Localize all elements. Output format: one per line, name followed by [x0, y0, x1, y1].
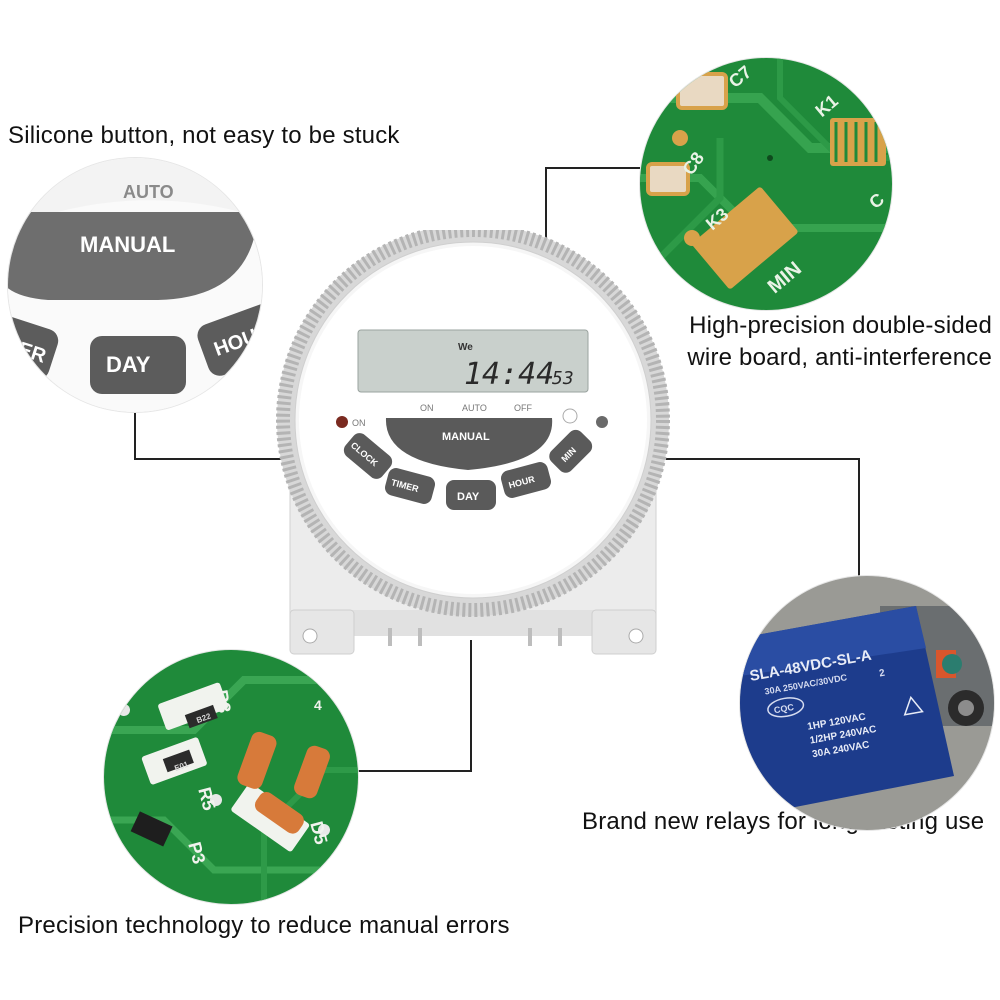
- pcb-top-circle: C7 C8 K1 K3 MIN C: [640, 58, 892, 310]
- zoom-manual-label: MANUAL: [80, 232, 175, 257]
- pcb-label-4: 4: [314, 697, 322, 713]
- min-button[interactable]: MIN: [546, 427, 595, 476]
- day-button[interactable]: DAY: [446, 480, 496, 510]
- leader-line-relay-v: [858, 458, 860, 576]
- mode-auto-label: AUTO: [462, 403, 487, 413]
- leader-line-silicone-v: [134, 408, 136, 460]
- pcb-bottom-circle: R3 R5 P3 D5 E01 B22 4: [104, 650, 358, 904]
- leader-line-silicone-h: [134, 458, 282, 460]
- zoom-day-button[interactable]: DAY: [90, 336, 186, 394]
- relay-circle: SLA-48VDC-SL-A 30A 250VAC/30VDC 2 CQC 1H…: [740, 576, 994, 830]
- leader-line-board-v: [545, 167, 547, 239]
- mode-on-label: ON: [420, 403, 434, 413]
- hour-button[interactable]: HOUR: [499, 460, 553, 499]
- caption-wire-board-line1: High-precision double-sided: [689, 312, 992, 339]
- lcd-seconds: 53: [552, 368, 574, 389]
- indicator-on-label: ON: [352, 418, 366, 428]
- relay-cqc: CQC: [773, 702, 795, 715]
- lcd-day: We: [458, 342, 473, 353]
- timer-device: We 14:44 53 ON ON AUTO OFF MANUAL CLOCK …: [268, 230, 678, 662]
- zoom-buttons-circle: AUTO MANUAL TIMER DAY HOUR: [8, 158, 262, 412]
- caption-silicone-button: Silicone button, not easy to be stuck: [8, 122, 400, 149]
- leader-line-precision-h: [358, 770, 472, 772]
- lcd-time: 14:44: [464, 357, 554, 392]
- mount-tab-right: [591, 609, 657, 655]
- reset-symbol-icon: [562, 408, 578, 424]
- manual-button[interactable]: MANUAL: [385, 418, 553, 470]
- caption-precision: Precision technology to reduce manual er…: [18, 912, 510, 939]
- leader-line-board-h: [545, 167, 640, 169]
- caption-wire-board: High-precision double-sided wire board, …: [687, 310, 992, 374]
- zoom-manual-button[interactable]: MANUAL: [8, 212, 255, 300]
- leader-line-precision-v: [470, 640, 472, 772]
- mount-tab-left: [289, 609, 355, 655]
- caption-wire-board-line2: wire board, anti-interference: [687, 344, 992, 371]
- relay-num: 2: [878, 668, 886, 680]
- lcd-display: [357, 329, 589, 393]
- mode-off-label: OFF: [514, 403, 532, 413]
- pcb-label-r3: R3: [211, 688, 235, 714]
- day-label: DAY: [457, 491, 480, 503]
- zoom-day-label: DAY: [106, 352, 151, 377]
- on-indicator-led: [336, 416, 348, 428]
- timer-button[interactable]: TIMER: [383, 466, 437, 505]
- relay-mark-icon: [903, 695, 924, 716]
- reset-button[interactable]: [596, 416, 608, 428]
- zoom-auto-label: AUTO: [123, 182, 174, 202]
- manual-label: MANUAL: [442, 431, 490, 443]
- leader-line-relay-h: [666, 458, 860, 460]
